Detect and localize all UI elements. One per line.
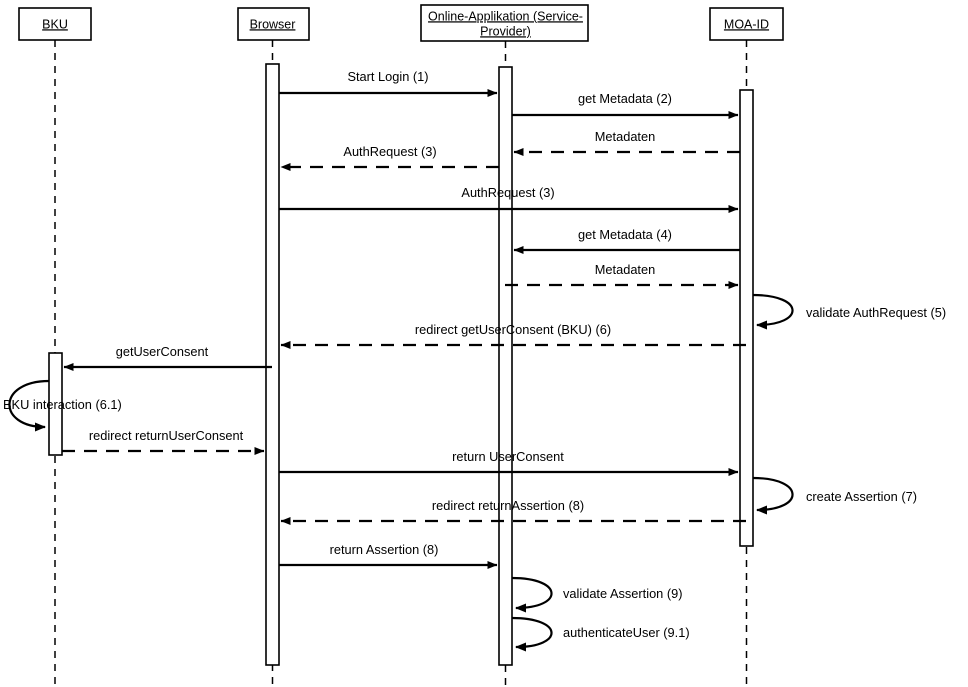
message-label-4: AuthRequest (3) — [343, 144, 436, 159]
message-6-moa-to-oa[interactable]: get Metadata (4) — [513, 227, 740, 254]
message-label-1: Start Login (1) — [347, 69, 428, 84]
message-2-oa-to-moa[interactable]: get Metadata (2) — [512, 91, 739, 119]
lifeline-label-oa-line2: Provider) — [480, 24, 531, 38]
message-3-moa-to-oa[interactable]: Metadaten — [513, 129, 740, 156]
message-label-3: Metadaten — [595, 129, 655, 144]
message-label-11: return UserConsent — [452, 449, 564, 464]
message-8-moa-to-browser[interactable]: redirect getUserConsent (BKU) (6) — [280, 322, 746, 349]
self-message-arrow-1 — [752, 293, 794, 330]
lifeline-label-oa-line1: Online-Applikation (Service- — [428, 9, 583, 23]
self-message-arrow-2 — [8, 379, 50, 432]
message-11-browser-to-moa[interactable]: return UserConsent — [279, 449, 739, 476]
lifeline-label-moa: MOA-ID — [724, 17, 769, 31]
self-message-label-2: BKU interaction (6.1) — [3, 397, 122, 412]
lifeline-label-browser: Browser — [250, 17, 296, 31]
self-message-label-3: create Assertion (7) — [806, 489, 917, 504]
message-label-6: get Metadata (4) — [578, 227, 672, 242]
activation-bar-moa[interactable] — [739, 89, 754, 547]
message-9-browser-to-bku[interactable]: getUserConsent — [63, 344, 272, 371]
self-message-label-5: authenticateUser (9.1) — [563, 625, 690, 640]
messages-layer: Start Login (1) get Metadata (2) Metadaten… — [62, 69, 746, 569]
message-label-9: getUserConsent — [116, 344, 209, 359]
message-4-oa-to-browser[interactable]: AuthRequest (3) — [280, 144, 499, 171]
activation-bar-oa[interactable] — [498, 66, 513, 666]
self-message-2-bku[interactable]: BKU interaction (6.1) — [3, 379, 122, 432]
message-5-browser-to-moa[interactable]: AuthRequest (3) — [279, 185, 739, 213]
lifeline-header-box-moa[interactable] — [709, 7, 784, 41]
activations-layer — [48, 63, 754, 666]
lifeline-header-box-browser[interactable] — [237, 7, 310, 41]
message-label-7: Metadaten — [595, 262, 655, 277]
message-label-13: return Assertion (8) — [330, 542, 439, 557]
message-7-oa-to-moa[interactable]: Metadaten — [505, 262, 739, 289]
lifeline-header-box-bku[interactable] — [18, 7, 92, 41]
self-message-3-moa[interactable]: create Assertion (7) — [752, 476, 917, 515]
activation-bar-bku[interactable] — [48, 352, 63, 456]
lifeline-header-box-oa[interactable] — [420, 4, 589, 42]
self-message-arrow-3 — [752, 476, 794, 515]
lifeline-label-bku: BKU — [42, 17, 68, 31]
self-message-5-oa[interactable]: authenticateUser (9.1) — [511, 616, 690, 652]
message-10-bku-to-browser[interactable]: redirect returnUserConsent — [62, 428, 265, 455]
self-message-1-moa[interactable]: validate AuthRequest (5) — [752, 293, 946, 330]
lifeline-bku[interactable]: BKU — [18, 7, 92, 687]
self-message-arrow-5 — [511, 616, 553, 652]
message-label-5: AuthRequest (3) — [461, 185, 554, 200]
self-message-label-1: validate AuthRequest (5) — [806, 305, 946, 320]
self-message-label-4: validate Assertion (9) — [563, 586, 683, 601]
self-message-4-oa[interactable]: validate Assertion (9) — [511, 576, 683, 613]
message-label-8: redirect getUserConsent (BKU) (6) — [415, 322, 611, 337]
self-messages-layer: validate AuthRequest (5) BKU interaction … — [3, 293, 946, 652]
message-1-browser-to-oa[interactable]: Start Login (1) — [279, 69, 498, 97]
message-label-10: redirect returnUserConsent — [89, 428, 244, 443]
message-label-12: redirect returnAssertion (8) — [432, 498, 584, 513]
self-message-arrow-4 — [511, 576, 553, 613]
activation-bar-browser[interactable] — [265, 63, 280, 666]
message-13-browser-to-oa[interactable]: return Assertion (8) — [279, 542, 498, 569]
message-12-moa-to-browser[interactable]: redirect returnAssertion (8) — [280, 498, 746, 525]
message-label-2: get Metadata (2) — [578, 91, 672, 106]
